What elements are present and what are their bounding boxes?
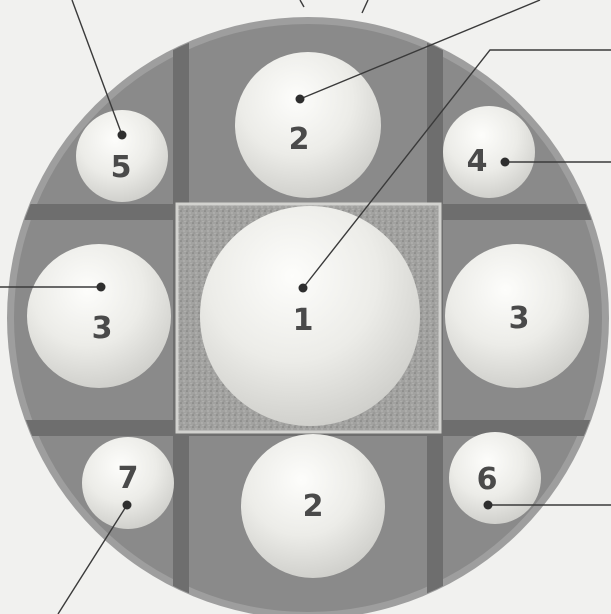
sphere-label: 3 <box>92 311 113 346</box>
leader-dot-sphere-3-left <box>97 283 106 292</box>
sphere-label: 4 <box>467 144 488 179</box>
sphere-label: 2 <box>303 489 324 524</box>
sphere-center: 1 <box>200 206 420 426</box>
sphere-bottom-left: 7 <box>82 437 174 529</box>
sphere-bottom-right: 6 <box>449 432 541 524</box>
sphere-top-right: 4 <box>443 106 535 198</box>
sphere-label: 6 <box>477 462 498 497</box>
leader-dot-sphere-1 <box>299 284 308 293</box>
sphere-top-left: 5 <box>76 110 168 202</box>
sphere-right: 3 <box>445 244 589 388</box>
sphere-label: 1 <box>293 303 314 338</box>
leader-dot-sphere-2-top <box>296 95 305 104</box>
leader-line-top-tick-a <box>300 0 304 7</box>
sphere-label: 3 <box>509 301 530 336</box>
leader-dot-sphere-7 <box>123 501 132 510</box>
leader-dot-sphere-5 <box>118 131 127 140</box>
sphere-bottom: 2 <box>241 434 385 578</box>
leader-dot-sphere-4 <box>501 158 510 167</box>
sphere-label: 7 <box>118 461 139 496</box>
sphere-left: 3 <box>27 244 171 388</box>
leader-dot-sphere-6 <box>484 501 493 510</box>
sphere-label: 5 <box>111 150 132 185</box>
leader-line-top-tick-b <box>362 0 368 13</box>
sphere-label: 2 <box>289 122 310 157</box>
